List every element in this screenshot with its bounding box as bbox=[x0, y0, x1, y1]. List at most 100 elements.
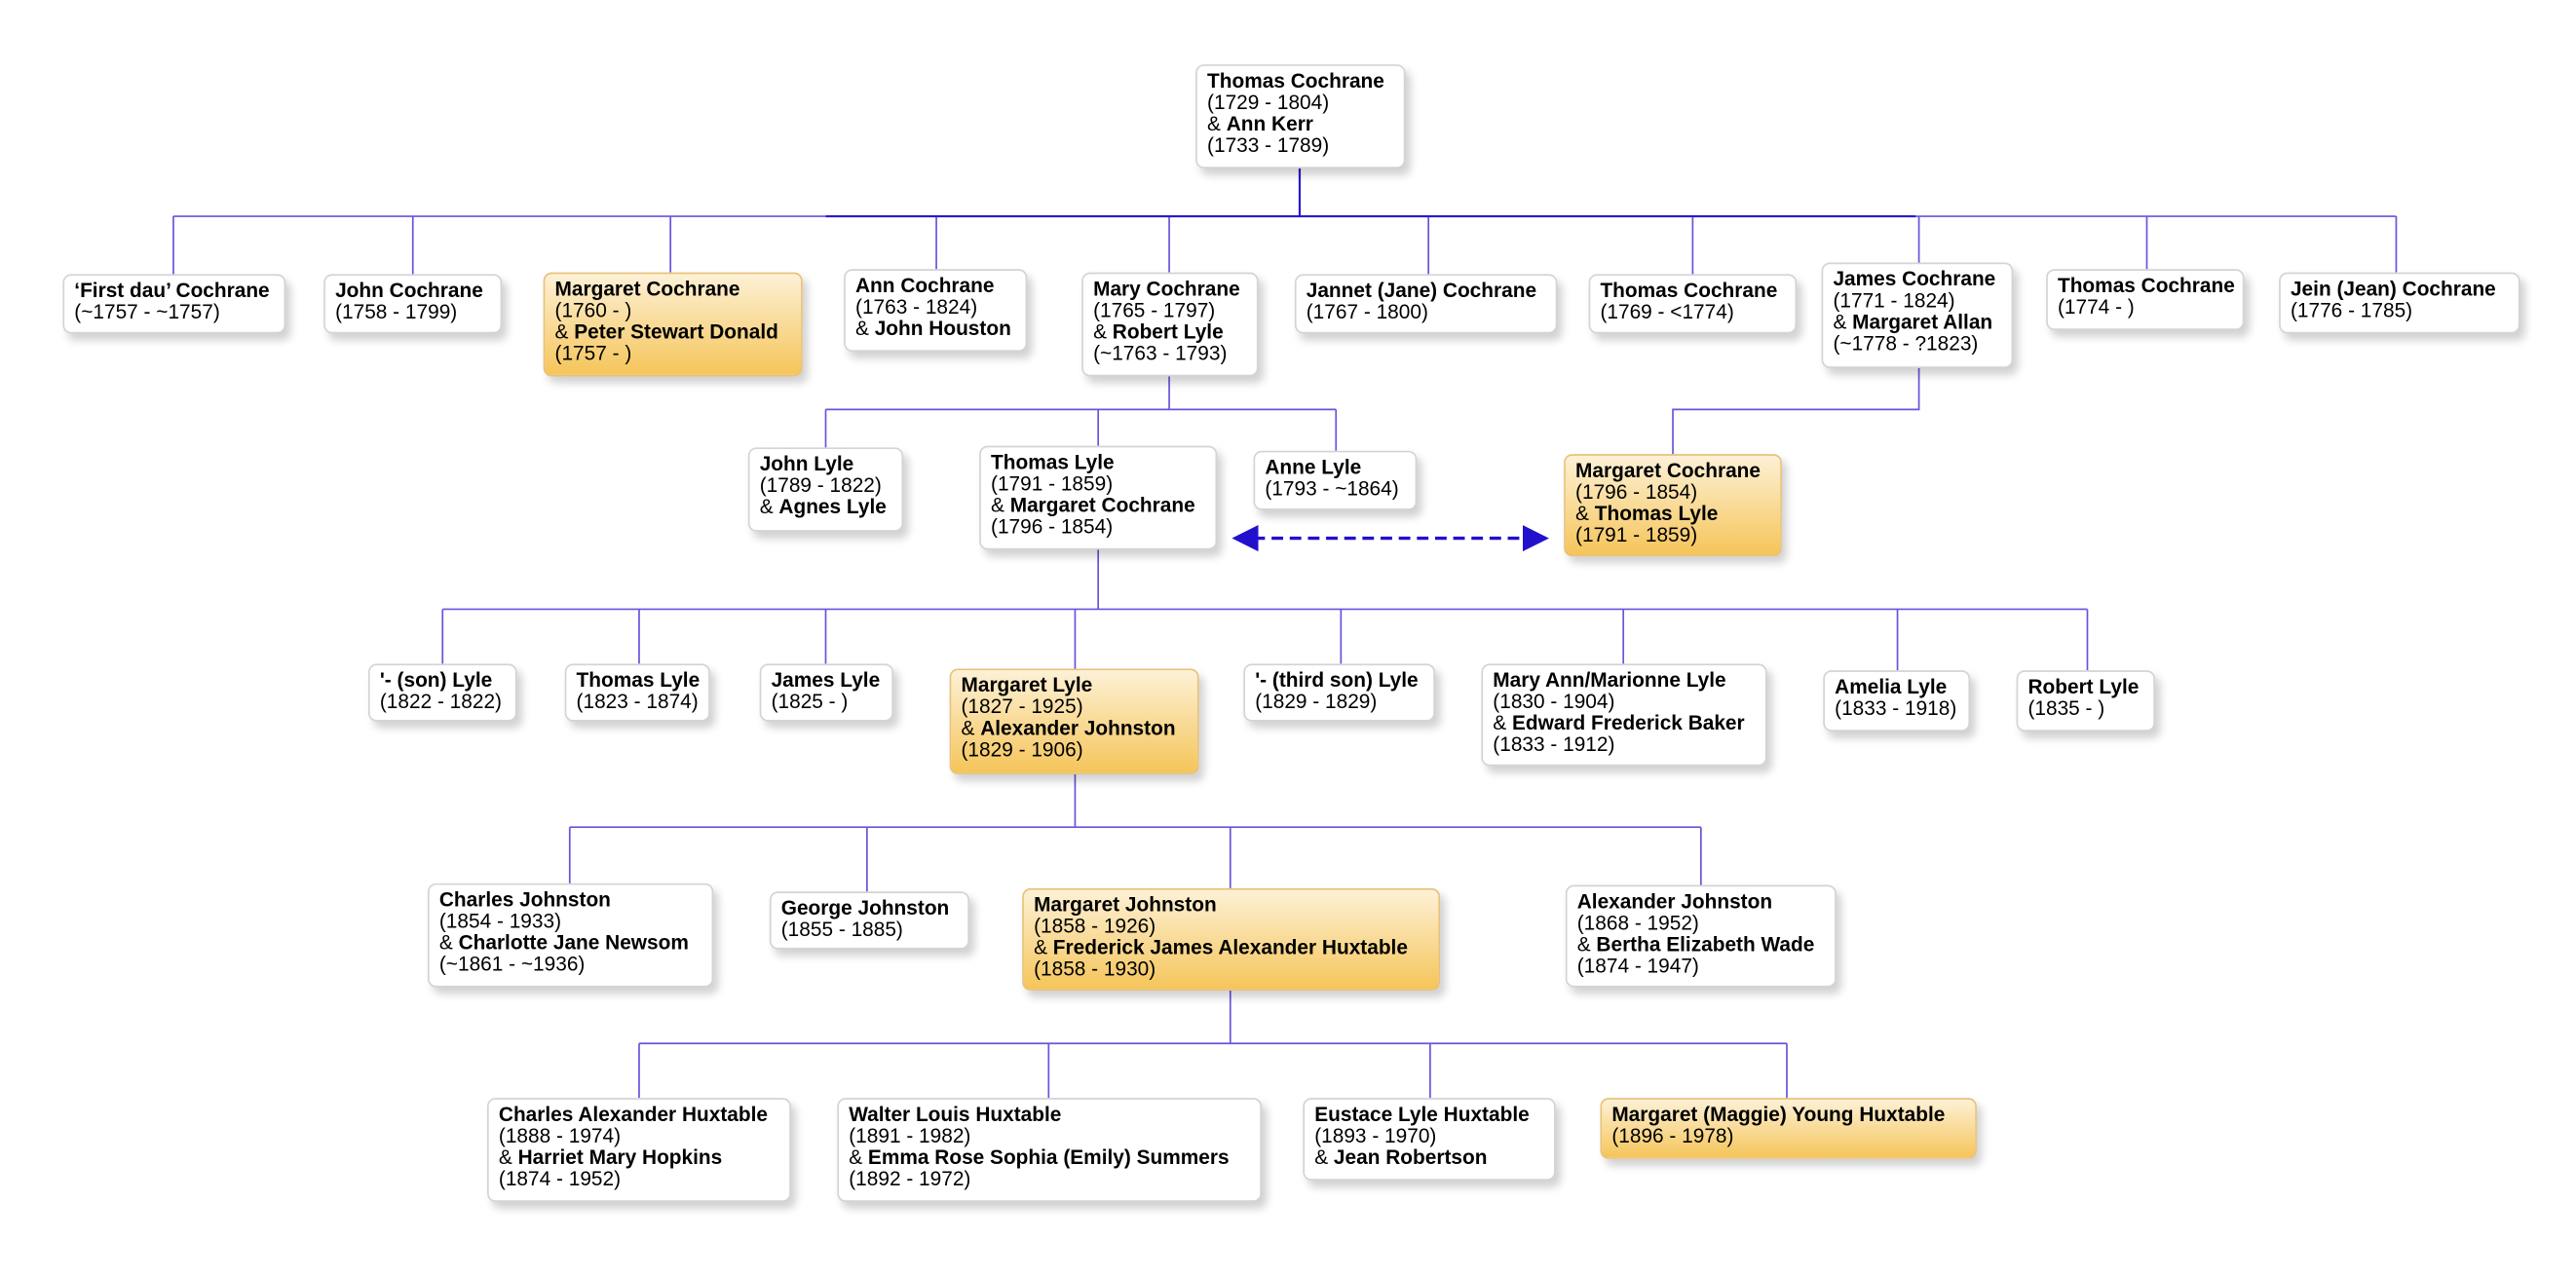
person-dates: (1763 - 1824) bbox=[855, 295, 978, 319]
person-card-g3b[interactable]: Thomas Lyle(1823 - 1874) bbox=[564, 663, 710, 722]
person-name: Walter Louis Huxtable bbox=[849, 1103, 1062, 1126]
person-card-g1j[interactable]: Jein (Jean) Cochrane(1776 - 1785) bbox=[2279, 272, 2520, 334]
person-card-g4a[interactable]: Charles Johnston(1854 - 1933)& Charlotte… bbox=[428, 882, 714, 988]
person-card-g3h[interactable]: Robert Lyle(1835 - ) bbox=[2016, 670, 2155, 732]
spouse-name: Bertha Elizabeth Wade bbox=[1596, 932, 1815, 957]
ampersand: & bbox=[1575, 502, 1595, 526]
person-name: Charles Alexander Huxtable bbox=[498, 1103, 768, 1126]
person-name: Jannet (Jane) Cochrane bbox=[1306, 279, 1537, 303]
spouse-line: & Frederick James Alexander Huxtable bbox=[1034, 937, 1428, 959]
person-card-g2d[interactable]: Margaret Cochrane(1796 - 1854)& Thomas L… bbox=[1564, 454, 1782, 557]
ampersand: & bbox=[438, 930, 459, 955]
spouse-line: & Alexander Johnston bbox=[961, 716, 1187, 740]
person-card-g4d[interactable]: Alexander Johnston(1868 - 1952)& Bertha … bbox=[1565, 884, 1837, 988]
person-card-g2b[interactable]: Thomas Lyle(1791 - 1859)& Margaret Cochr… bbox=[979, 445, 1218, 550]
person-name: Margaret Lyle bbox=[961, 673, 1093, 697]
person-card-g3e[interactable]: '- (third son) Lyle(1829 - 1829) bbox=[1243, 663, 1435, 722]
person-name: Charles Johnston bbox=[438, 887, 611, 912]
person-card-g5d[interactable]: Margaret (Maggie) Young Huxtable(1896 - … bbox=[1600, 1098, 1977, 1159]
ampersand: & bbox=[961, 716, 981, 740]
person-dates: (1822 - 1822) bbox=[379, 690, 503, 714]
person-name: Thomas Cochrane bbox=[1207, 69, 1384, 93]
person-card-g1b[interactable]: John Cochrane(1758 - 1799) bbox=[323, 274, 503, 334]
person-card-g5c[interactable]: Eustace Lyle Huxtable(1893 - 1970)& Jean… bbox=[1303, 1098, 1556, 1181]
person-dates: (1893 - 1970) bbox=[1314, 1124, 1437, 1148]
person-name: '- (son) Lyle bbox=[379, 668, 493, 693]
connector-root bbox=[172, 168, 2398, 275]
person-dates: (~1757 - ~1757) bbox=[74, 300, 220, 324]
person-card-g2a[interactable]: John Lyle(1789 - 1822)& Agnes Lyle bbox=[747, 447, 904, 532]
connector-james bbox=[1672, 367, 1920, 455]
spouse-line: & Charlotte Jane Newsom bbox=[438, 930, 702, 955]
person-card-g1c[interactable]: Margaret Cochrane(1760 - )& Peter Stewar… bbox=[543, 272, 803, 377]
person-name: Thomas Lyle bbox=[576, 668, 701, 693]
person-dates: (1835 - ) bbox=[2027, 696, 2105, 721]
spouse-line: & Robert Lyle bbox=[1093, 319, 1247, 344]
spouse-name: Emma Rose Sophia (Emily) Summers bbox=[867, 1145, 1230, 1170]
person-name: James Cochrane bbox=[1833, 267, 1996, 291]
person-dates: (1776 - 1785) bbox=[2290, 298, 2413, 322]
ampersand: & bbox=[554, 319, 575, 344]
connector-mary bbox=[824, 376, 1338, 451]
person-card-g3a[interactable]: '- (son) Lyle(1822 - 1822) bbox=[367, 663, 517, 722]
spouse-name: John Houston bbox=[874, 317, 1011, 341]
person-card-g1i[interactable]: Thomas Cochrane(1774 - ) bbox=[2046, 269, 2245, 330]
person-name: Eustace Lyle Huxtable bbox=[1314, 1103, 1530, 1126]
person-card-g1a[interactable]: ‘First dau’ Cochrane(~1757 - ~1757) bbox=[62, 274, 286, 334]
person-card-g4c[interactable]: Margaret Johnston(1858 - 1926)& Frederic… bbox=[1022, 887, 1441, 992]
person-card-g3c[interactable]: James Lyle(1825 - ) bbox=[759, 663, 893, 722]
person-card-g1f[interactable]: Jannet (Jane) Cochrane(1767 - 1800) bbox=[1294, 274, 1558, 334]
person-name: Robert Lyle bbox=[2027, 675, 2140, 698]
person-dates: (1829 - 1829) bbox=[1255, 690, 1378, 714]
spouse-line: & Ann Kerr bbox=[1207, 113, 1394, 135]
person-dates: (1823 - 1874) bbox=[576, 690, 699, 714]
spouse-name: Margaret Allan bbox=[1852, 310, 1993, 334]
person-dates: (1789 - 1822) bbox=[759, 473, 882, 498]
spouse-dates: (1733 - 1789) bbox=[1207, 133, 1330, 158]
person-dates: (1891 - 1982) bbox=[849, 1124, 971, 1148]
person-dates: (1858 - 1926) bbox=[1034, 915, 1156, 938]
person-card-g2c[interactable]: Anne Lyle(1793 - ~1864) bbox=[1253, 450, 1418, 510]
person-card-g5a[interactable]: Charles Alexander Huxtable(1888 - 1974)&… bbox=[487, 1098, 791, 1202]
person-card-g4b[interactable]: George Johnston(1855 - 1885) bbox=[769, 891, 969, 950]
person-name: Anne Lyle bbox=[1265, 455, 1362, 479]
spouse-dates: (1874 - 1952) bbox=[498, 1167, 622, 1191]
person-card-g3g[interactable]: Amelia Lyle(1833 - 1918) bbox=[1823, 670, 1971, 732]
person-card-g5b[interactable]: Walter Louis Huxtable(1891 - 1982)& Emma… bbox=[837, 1098, 1262, 1202]
person-card-g1d[interactable]: Ann Cochrane(1763 - 1824)& John Houston bbox=[844, 269, 1028, 353]
person-card-g1h[interactable]: James Cochrane(1771 - 1824)& Margaret Al… bbox=[1821, 262, 2014, 368]
person-name: Alexander Johnston bbox=[1576, 889, 1773, 914]
spouse-line: & Peter Stewart Donald bbox=[554, 319, 791, 344]
person-dates: (1769 - <1774) bbox=[1600, 300, 1734, 324]
person-name: Thomas Cochrane bbox=[2057, 274, 2235, 298]
person-name: John Cochrane bbox=[335, 279, 483, 303]
spouse-line: & Bertha Elizabeth Wade bbox=[1577, 934, 1825, 956]
spouse-line: & John Houston bbox=[855, 317, 1015, 341]
spouse-line: & Margaret Allan bbox=[1833, 312, 2001, 333]
spouse-name: Edward Frederick Baker bbox=[1511, 711, 1745, 735]
person-dates: (1868 - 1952) bbox=[1576, 911, 1699, 935]
person-dates: (1830 - 1904) bbox=[1493, 690, 1615, 714]
person-dates: (1825 - ) bbox=[771, 690, 849, 714]
spouse-dates: (1874 - 1947) bbox=[1576, 954, 1699, 978]
person-dates: (1896 - 1978) bbox=[1611, 1124, 1734, 1148]
person-card-g1g[interactable]: Thomas Cochrane(1769 - <1774) bbox=[1588, 274, 1798, 334]
person-card-root[interactable]: Thomas Cochrane(1729 - 1804)& Ann Kerr(1… bbox=[1195, 64, 1406, 169]
person-name: James Lyle bbox=[771, 668, 881, 693]
spouse-name: Alexander Johnston bbox=[980, 716, 1176, 740]
person-card-g3f[interactable]: Mary Ann/Marionne Lyle(1830 - 1904)& Edw… bbox=[1481, 663, 1767, 767]
ampersand: & bbox=[1093, 319, 1113, 344]
person-card-g3d[interactable]: Margaret Lyle(1827 - 1925)& Alexander Jo… bbox=[949, 668, 1199, 774]
spouse-line: & Agnes Lyle bbox=[760, 495, 892, 519]
ampersand: & bbox=[855, 317, 875, 341]
person-name: Margaret (Maggie) Young Huxtable bbox=[1611, 1103, 1946, 1126]
connector-margaret-lyle bbox=[568, 773, 1702, 892]
connector-margaret-johnston bbox=[638, 991, 1788, 1099]
person-card-g1e[interactable]: Mary Cochrane(1765 - 1797)& Robert Lyle(… bbox=[1081, 272, 1259, 377]
spouse-dates: (1858 - 1930) bbox=[1034, 957, 1156, 981]
person-name: Ann Cochrane bbox=[855, 274, 995, 298]
person-dates: (1888 - 1974) bbox=[498, 1124, 622, 1148]
spouse-name: Agnes Lyle bbox=[778, 495, 887, 519]
